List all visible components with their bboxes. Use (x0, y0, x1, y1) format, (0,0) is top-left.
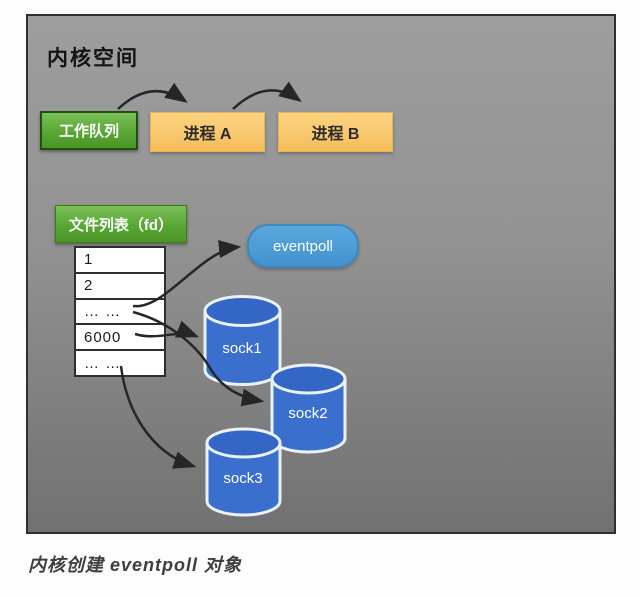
fd-table: 1 2 … … 6000 … … (74, 246, 166, 377)
process-a-box: 进程 A (150, 112, 265, 152)
panel-title: 内核空间 (47, 47, 139, 70)
file-list-label-box: 文件列表（fd） (55, 205, 187, 243)
eventpoll-label: eventpoll (272, 237, 334, 255)
process-b-label: 进程 B (311, 126, 360, 143)
process-a-label: 进程 A (183, 126, 232, 143)
file-list-label: 文件列表（fd） (68, 216, 174, 234)
fd-row-2: 2 (76, 271, 164, 298)
fd-row-1: 1 (84, 251, 94, 269)
fd-row-6000: 6000 (76, 323, 164, 349)
fd-row-ellipsis-1: … … (76, 297, 164, 324)
process-b-box: 进程 B (278, 112, 393, 152)
fd-row-ellipsis-2: … … (76, 349, 164, 375)
eventpoll-node: eventpoll (247, 224, 359, 268)
figure-caption: 内核创建 eventpoll 对象 (28, 555, 243, 575)
work-queue-box: 工作队列 (40, 111, 138, 150)
work-queue-label: 工作队列 (58, 123, 119, 140)
